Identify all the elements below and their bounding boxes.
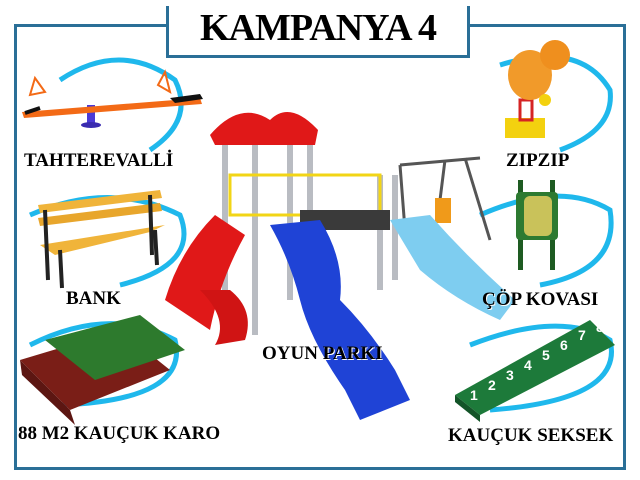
title-box: [166, 6, 470, 58]
hopscotch-numbers: 1 2 3 4 5 6 7 8: [470, 319, 604, 403]
product-label-trash-bin: ÇÖP KOVASI: [482, 289, 599, 310]
hopscotch-number: 4: [524, 357, 532, 373]
swoosh-tiles: [28, 321, 179, 408]
swoosh-seesaw: [58, 57, 184, 153]
product-label-playground: OYUN PARKI: [262, 343, 383, 364]
trash-bin-image: [516, 180, 558, 270]
rubber-tiles-image: [20, 315, 185, 425]
hopscotch-number: 8: [596, 319, 604, 335]
product-label-hopscotch: KAUÇUK SEKSEK: [448, 425, 614, 446]
product-label-rubber-tiles: 88 M2 KAUÇUK KARO: [18, 423, 221, 444]
product-label-spring-rider: ZIPZIP: [506, 150, 570, 171]
hopscotch-number: 1: [470, 387, 478, 403]
bench-image: [38, 190, 165, 289]
hopscotch-number: 5: [542, 347, 550, 363]
seesaw-image: [22, 69, 203, 128]
page-title: KAMPANYA 4: [200, 7, 437, 49]
hopscotch-number: 3: [506, 367, 514, 383]
hopscotch-number: 6: [560, 337, 568, 353]
product-label-bench: BANK: [66, 288, 121, 309]
playground-image: [165, 112, 515, 420]
spring-rider-image: [505, 40, 570, 138]
hopscotch-image: [455, 320, 615, 422]
product-label-seesaw: TAHTEREVALLİ: [24, 150, 174, 171]
hopscotch-number: 2: [488, 377, 496, 393]
hopscotch-number: 7: [578, 327, 586, 343]
